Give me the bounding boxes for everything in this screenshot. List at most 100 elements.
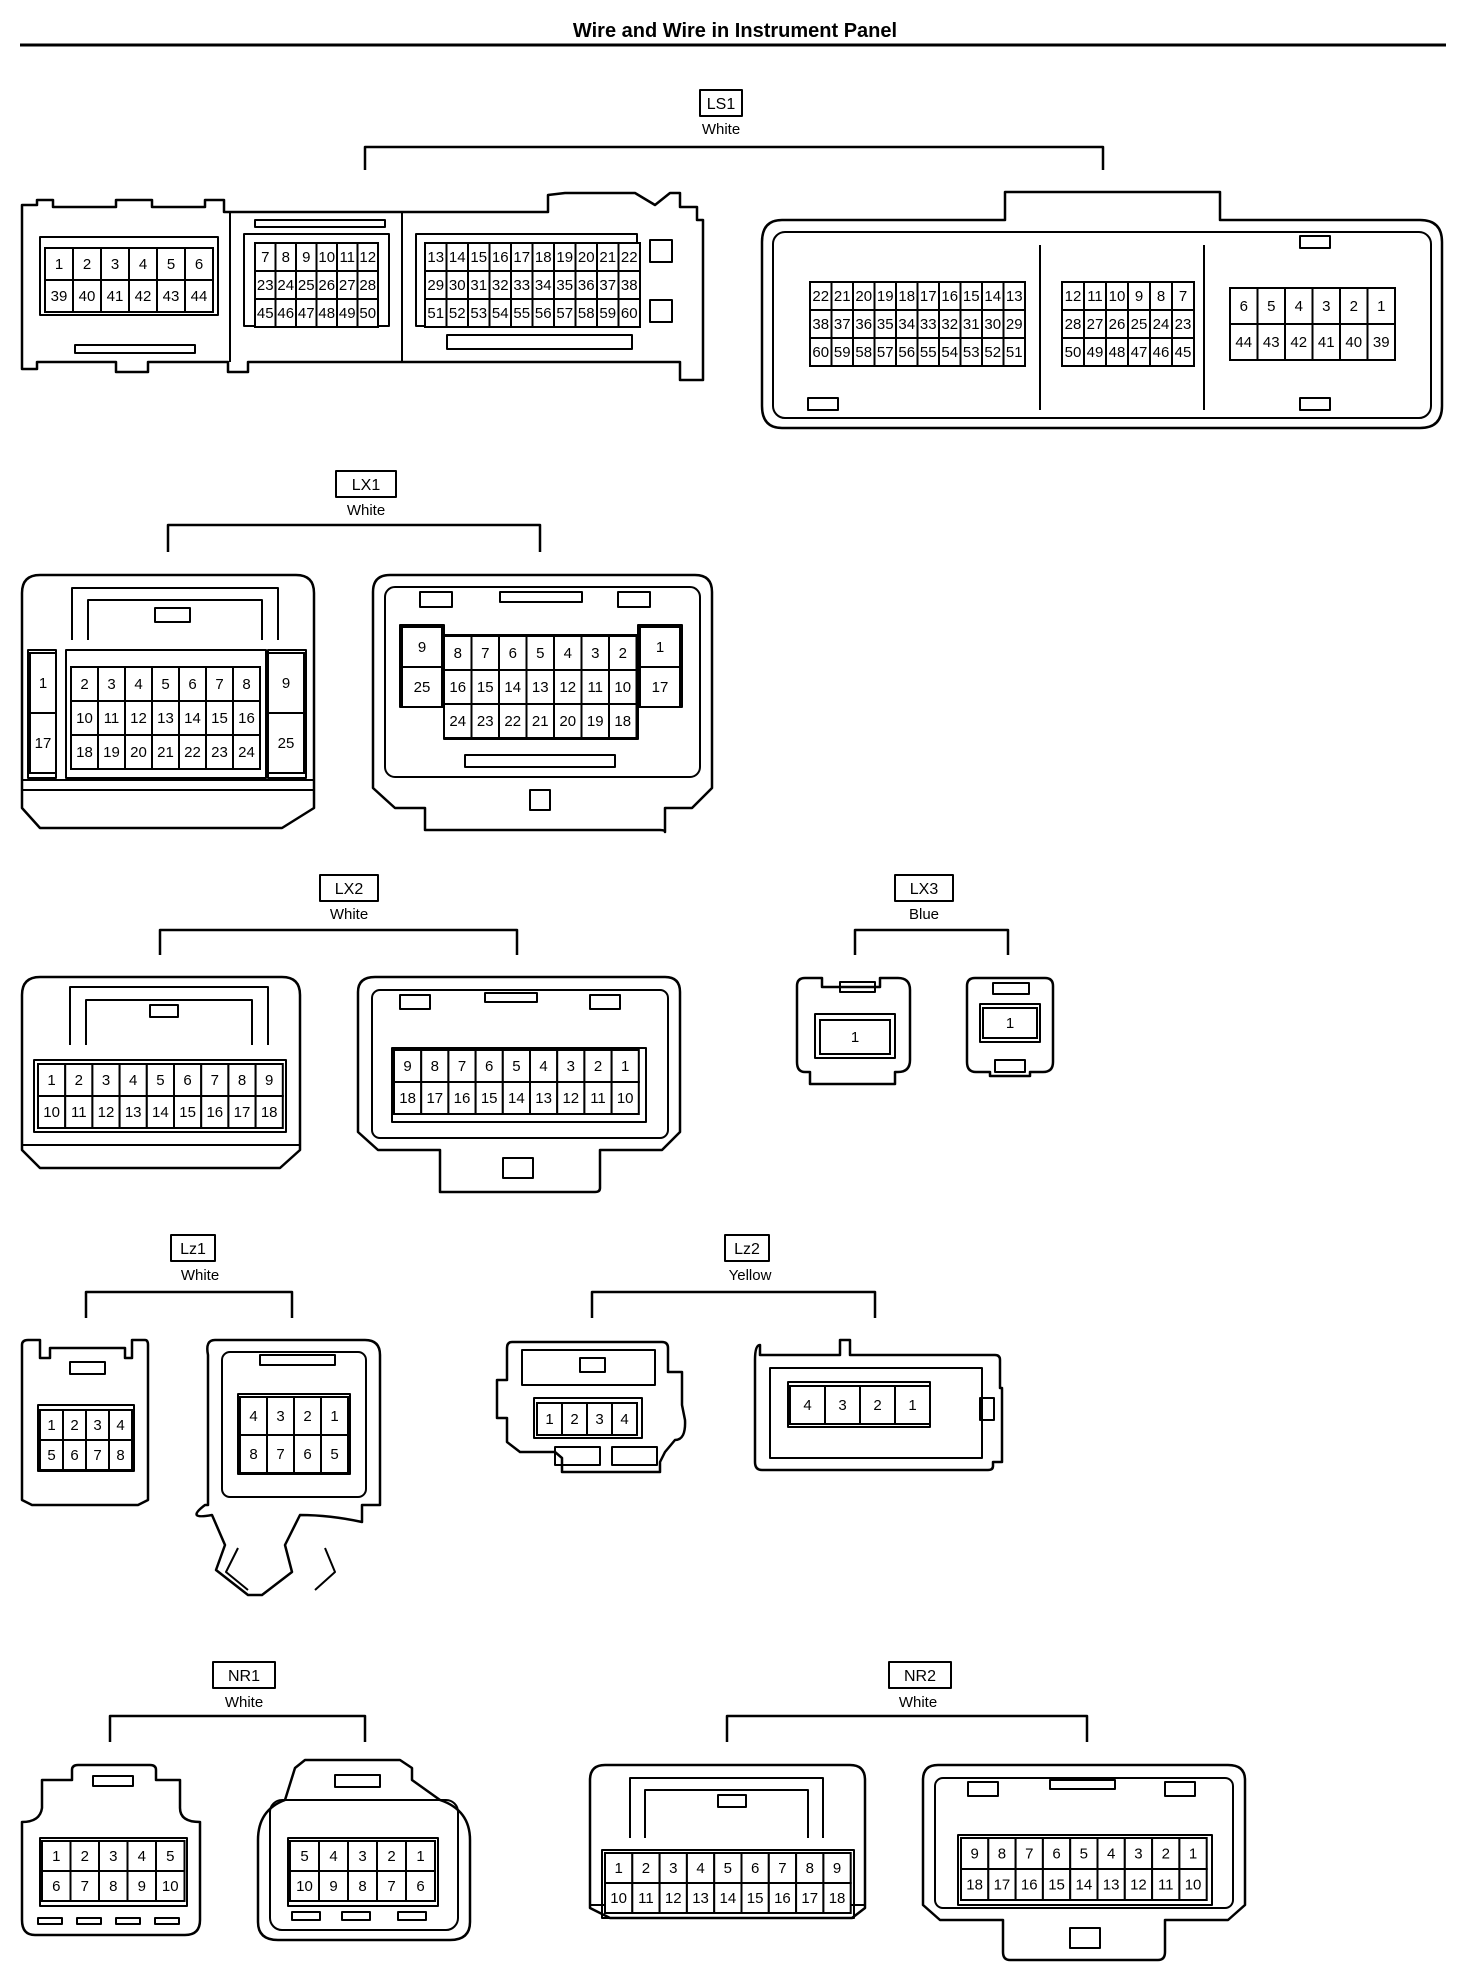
svg-text:7: 7 <box>276 1446 284 1463</box>
lx2-male-pin-11: 11 <box>583 1081 613 1115</box>
svg-text:1: 1 <box>656 639 664 656</box>
svg-text:11: 11 <box>638 1890 654 1907</box>
svg-text:33: 33 <box>513 277 530 294</box>
ls1-male-pin-10: 10 <box>1105 281 1129 311</box>
ls1-female-pin-14: 14 <box>445 242 469 272</box>
lx2-male-pin-13: 13 <box>529 1081 559 1115</box>
svg-text:4: 4 <box>620 1411 628 1428</box>
svg-text:2: 2 <box>70 1417 78 1434</box>
nr2-female-pin-10: 10 <box>604 1882 634 1914</box>
nr2-male-pin-13: 13 <box>1096 1868 1126 1901</box>
lx1-female-pin-11: 11 <box>97 700 126 736</box>
nr2-female-pin-16: 16 <box>767 1882 798 1914</box>
lx1-female-pin-24: 24 <box>232 734 261 770</box>
svg-text:7: 7 <box>1025 1845 1033 1862</box>
lx1-female-pin-9: 9 <box>267 652 305 714</box>
ls1-female-pin-59: 59 <box>596 298 620 328</box>
nr2-female-pin-13: 13 <box>685 1882 716 1914</box>
svg-text:58: 58 <box>578 305 595 322</box>
connector-lx3-male <box>965 976 1055 1078</box>
lx2-female-pin-4: 4 <box>118 1063 148 1097</box>
code-ls1: LS1 <box>707 96 736 113</box>
svg-text:5: 5 <box>724 1860 732 1877</box>
lx1-female-pin-6: 6 <box>178 666 207 702</box>
nr1-female-pin-9: 9 <box>126 1870 157 1902</box>
svg-text:34: 34 <box>898 316 915 333</box>
svg-text:12: 12 <box>359 249 376 266</box>
svg-text:9: 9 <box>418 639 426 656</box>
ls1-male-pin-31: 31 <box>959 309 983 339</box>
ls1-male-pin-4: 4 <box>1284 287 1314 325</box>
lx2-male-pin-14: 14 <box>501 1081 531 1115</box>
svg-text:20: 20 <box>559 713 576 730</box>
lx2-female-pin-1: 1 <box>37 1063 67 1097</box>
svg-text:31: 31 <box>963 316 980 333</box>
svg-text:49: 49 <box>339 305 356 322</box>
ls1-female-pin-45: 45 <box>254 298 277 328</box>
ls1-female-pin-31: 31 <box>467 270 491 300</box>
ls1-female-pin-1: 1 <box>44 247 74 281</box>
svg-text:10: 10 <box>162 1878 179 1895</box>
nr2-female-pin-18: 18 <box>822 1882 852 1914</box>
ls1-female-pin-50: 50 <box>356 298 379 328</box>
color-lz2: Yellow <box>729 1267 772 1284</box>
label-box-nr1 <box>212 1661 276 1689</box>
svg-text:15: 15 <box>477 679 494 696</box>
svg-text:54: 54 <box>941 344 958 361</box>
svg-text:4: 4 <box>803 1397 811 1414</box>
svg-text:57: 57 <box>877 344 894 361</box>
svg-text:45: 45 <box>1175 344 1192 361</box>
svg-text:1: 1 <box>1189 1845 1197 1862</box>
svg-text:1: 1 <box>52 1848 60 1865</box>
connector-lz1-male <box>195 1338 382 1597</box>
ls1-male-pin-38: 38 <box>809 309 833 339</box>
svg-text:3: 3 <box>838 1397 846 1414</box>
svg-text:23: 23 <box>477 713 494 730</box>
lz1-male-pin-3: 3 <box>266 1396 295 1436</box>
nr2-male-pin-7: 7 <box>1014 1837 1044 1870</box>
lx1-female-pin-2: 2 <box>70 666 99 702</box>
svg-text:10: 10 <box>43 1104 60 1121</box>
svg-text:6: 6 <box>416 1878 424 1895</box>
lx1-female-pin-12: 12 <box>124 700 153 736</box>
svg-text:18: 18 <box>535 249 552 266</box>
lx1-male-pin-11: 11 <box>580 669 610 705</box>
color-nr1: White <box>225 1694 263 1711</box>
svg-text:5: 5 <box>1267 298 1275 315</box>
bracket-lx2 <box>158 928 519 955</box>
nr2-female-pin-5: 5 <box>713 1852 743 1884</box>
connector-lx2-male <box>356 975 682 1194</box>
ls1-male-pin-11: 11 <box>1083 281 1107 311</box>
ls1-male-pin-3: 3 <box>1311 287 1341 325</box>
svg-text:35: 35 <box>877 316 894 333</box>
svg-text:38: 38 <box>621 277 638 294</box>
svg-text:30: 30 <box>984 316 1001 333</box>
lx1-male-pin-4: 4 <box>553 635 583 671</box>
svg-text:3: 3 <box>102 1072 110 1089</box>
ls1-male-pin-43: 43 <box>1256 323 1286 361</box>
svg-text:58: 58 <box>855 344 872 361</box>
svg-text:39: 39 <box>1373 334 1390 351</box>
svg-text:28: 28 <box>1065 316 1082 333</box>
svg-text:14: 14 <box>984 288 1001 305</box>
svg-text:27: 27 <box>339 277 356 294</box>
connector-group-ls1 <box>20 89 1444 430</box>
lx1-female-pin-10: 10 <box>70 700 99 736</box>
ls1-female-pin-13: 13 <box>424 242 448 272</box>
lx2-male-pin-5: 5 <box>501 1049 531 1083</box>
ls1-female-pin-33: 33 <box>510 270 534 300</box>
ls1-male-pin-21: 21 <box>830 281 854 311</box>
nr2-female-pin-4: 4 <box>685 1852 716 1884</box>
label-box-nr2 <box>888 1661 952 1689</box>
svg-text:1: 1 <box>908 1397 916 1414</box>
lx2-male-pin-2: 2 <box>583 1049 613 1083</box>
connector-group-lx2 <box>20 874 682 1194</box>
lx1-male-pin-6: 6 <box>498 635 528 671</box>
nr2-male-pin-18: 18 <box>960 1868 990 1901</box>
lx3-female-pin-1: 1 <box>819 1019 891 1055</box>
ls1-male-pin-25: 25 <box>1127 309 1151 339</box>
svg-text:36: 36 <box>855 316 872 333</box>
ls1-male-pin-8: 8 <box>1149 281 1173 311</box>
lx2-male-pin-18: 18 <box>393 1081 423 1115</box>
ls1-female-pin-26: 26 <box>315 270 338 300</box>
